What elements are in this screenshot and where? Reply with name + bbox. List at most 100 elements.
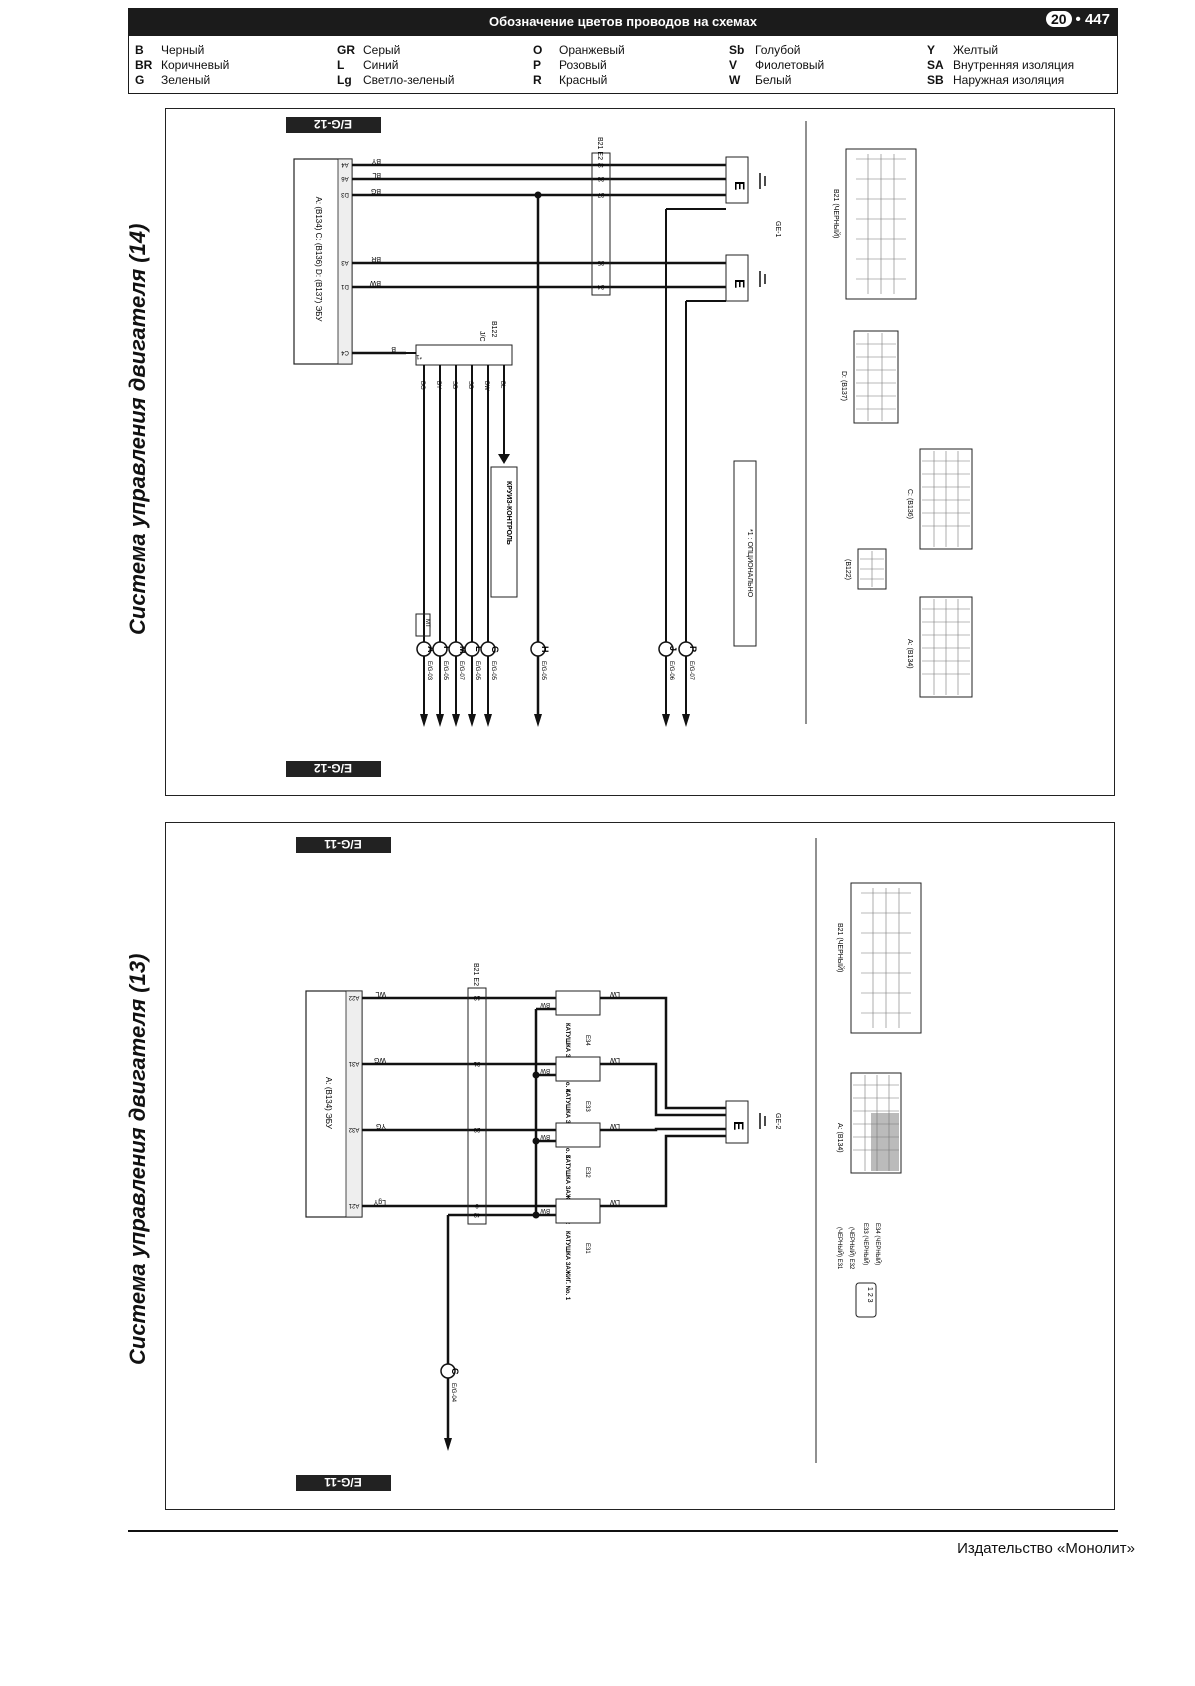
ground-block-upper: E E GE-1 — [725, 156, 781, 302]
ecu-pin-rows: A4 A6 D3 A3 D1 C4 — [341, 161, 349, 355]
svg-text:(ЧЕРНЫЙ) E31: (ЧЕРНЫЙ) E31 — [836, 1227, 844, 1270]
svg-text:E33 (ЧЕРНЫЙ): E33 (ЧЕРНЫЙ) — [862, 1223, 870, 1265]
svg-text:E/G-04: E/G-04 — [450, 1383, 456, 1403]
svg-text:20: 20 — [473, 1126, 480, 1132]
svg-text:E/G-03: E/G-03 — [426, 661, 432, 681]
svg-text:E34 (ЧЕРНЫЙ): E34 (ЧЕРНЫЙ) — [874, 1223, 882, 1265]
svg-text:J: J — [668, 646, 678, 651]
svg-text:LW: LW — [610, 1056, 620, 1063]
ecu-block-lower: A: (B134) ЭБУ A22 A31 A32 A21 — [305, 990, 363, 1218]
svg-text:GE-1: GE-1 — [774, 221, 781, 237]
svg-text:BL: BL — [372, 171, 381, 178]
jc-wire-labels: BG BY SB SB BW BL — [419, 381, 505, 391]
svg-text:C: C — [450, 1368, 460, 1375]
svg-text:КАТУШКА ЗАЖИГ. No. 2: КАТУШКА ЗАЖИГ. No. 2 — [564, 1155, 570, 1225]
junction-dot — [534, 191, 542, 199]
svg-text:J/C: J/C — [478, 331, 485, 342]
svg-text:КАТУШКА ЗАЖИГ. No. 1: КАТУШКА ЗАЖИГ. No. 1 — [564, 1231, 570, 1301]
svg-text:G: G — [490, 646, 500, 653]
svg-text:LW: LW — [610, 1198, 620, 1205]
svg-text:A32: A32 — [348, 1126, 359, 1132]
svg-text:LW: LW — [610, 1122, 620, 1129]
svg-text:E/G-12: E/G-12 — [314, 761, 352, 775]
lower-wiring-diagram: E/G-11 E/G-11 A: (B134) ЭБУ A22 A31 A32 … — [296, 837, 922, 1491]
svg-text:49: 49 — [473, 1211, 480, 1217]
svg-text:E/G-07: E/G-07 — [458, 661, 464, 681]
svg-text:WL: WL — [375, 990, 386, 997]
wire-labels-ecu: BY BL BG BR BW B — [369, 157, 396, 352]
svg-text:*1 : ОПЦИОНАЛЬНО: *1 : ОПЦИОНАЛЬНО — [746, 529, 753, 598]
lower-wires — [362, 996, 556, 1438]
svg-text:E31: E31 — [584, 1243, 590, 1254]
ground-block-lower: E GE-2 — [725, 1100, 781, 1144]
output-arrows — [420, 714, 690, 727]
svg-text:BW: BW — [540, 1001, 550, 1007]
publisher-name: Издательство «Монолит» — [957, 1540, 1135, 1557]
svg-text:BG: BG — [419, 381, 425, 390]
ecu-pin: A3 — [341, 259, 349, 265]
svg-text:36: 36 — [597, 175, 604, 181]
svg-text:A21: A21 — [348, 1202, 359, 1208]
svg-text:40: 40 — [597, 161, 604, 167]
svg-text:BW: BW — [483, 381, 489, 391]
upper-section-title: Система управления двигателя (14) — [125, 223, 150, 635]
page-number: 20• 447 — [1045, 11, 1110, 28]
junction-connector-b122: J/C B122 *1 — [415, 321, 513, 366]
connector-view-coils: (ЧЕРНЫЙ) E31 (ЧЕРНЫЙ) E32 E33 (ЧЕРНЫЙ) E… — [836, 1223, 882, 1318]
svg-text:E: E — [732, 181, 748, 190]
tag-eg12-bottom: E/G-12 — [286, 761, 381, 777]
svg-text:M: M — [458, 646, 468, 654]
svg-text:D: (B137): D: (B137) — [840, 371, 847, 401]
mt-label-box: MT — [415, 613, 431, 637]
svg-text:BW: BW — [369, 279, 381, 286]
svg-text:КРУИЗ-КОНТРОЛЬ: КРУИЗ-КОНТРОЛЬ — [505, 481, 512, 545]
chapter-badge: 20 — [1045, 11, 1072, 27]
svg-text:BY: BY — [371, 157, 381, 164]
svg-text:E/G-07: E/G-07 — [688, 661, 694, 681]
svg-text:BG: BG — [371, 187, 381, 194]
svg-text:A: (B134): A: (B134) — [906, 639, 913, 669]
svg-text:B21 E2: B21 E2 — [472, 963, 479, 986]
jc-branch-wires — [406, 352, 505, 714]
svg-text:E/G-05: E/G-05 — [490, 661, 496, 681]
svg-text:B21 E2: B21 E2 — [596, 137, 603, 160]
svg-text:F: F — [442, 646, 452, 652]
ecu-pin: D1 — [341, 283, 349, 289]
svg-text:1 2 3: 1 2 3 — [866, 1287, 873, 1303]
svg-text:GE-2: GE-2 — [774, 1113, 781, 1129]
svg-text:E/G-12: E/G-12 — [314, 117, 352, 131]
upper-wires — [352, 163, 726, 714]
svg-text:E/G-05: E/G-05 — [442, 661, 448, 681]
svg-text:C: (B136): C: (B136) — [906, 489, 913, 519]
footer-rule — [128, 1530, 1118, 1532]
connector-view-b134-upper: A: (B134) — [906, 596, 973, 698]
svg-text:BW: BW — [540, 1067, 550, 1073]
svg-text:E34: E34 — [584, 1035, 590, 1046]
optional-note-box: *1 : ОПЦИОНАЛЬНО — [733, 460, 757, 647]
svg-text:E/G-06: E/G-06 — [668, 661, 674, 681]
svg-text:E/G-05: E/G-05 — [540, 661, 546, 681]
page-number-text: • 447 — [1075, 11, 1110, 28]
svg-text:SB: SB — [451, 381, 457, 389]
svg-text:LW: LW — [610, 990, 620, 997]
svg-text:A22: A22 — [348, 994, 359, 1000]
ecu-label: A: (B134) ЭБУ — [324, 1077, 333, 1130]
connector-view-b122: (B122) — [844, 548, 887, 590]
svg-text:37: 37 — [597, 191, 604, 197]
upper-diagram-panel: E/G-12 E/G-12 A: (B134) C: (B136) D: (B1… — [165, 108, 1115, 796]
svg-text:LgY: LgY — [373, 1198, 386, 1205]
svg-text:35: 35 — [597, 259, 604, 265]
